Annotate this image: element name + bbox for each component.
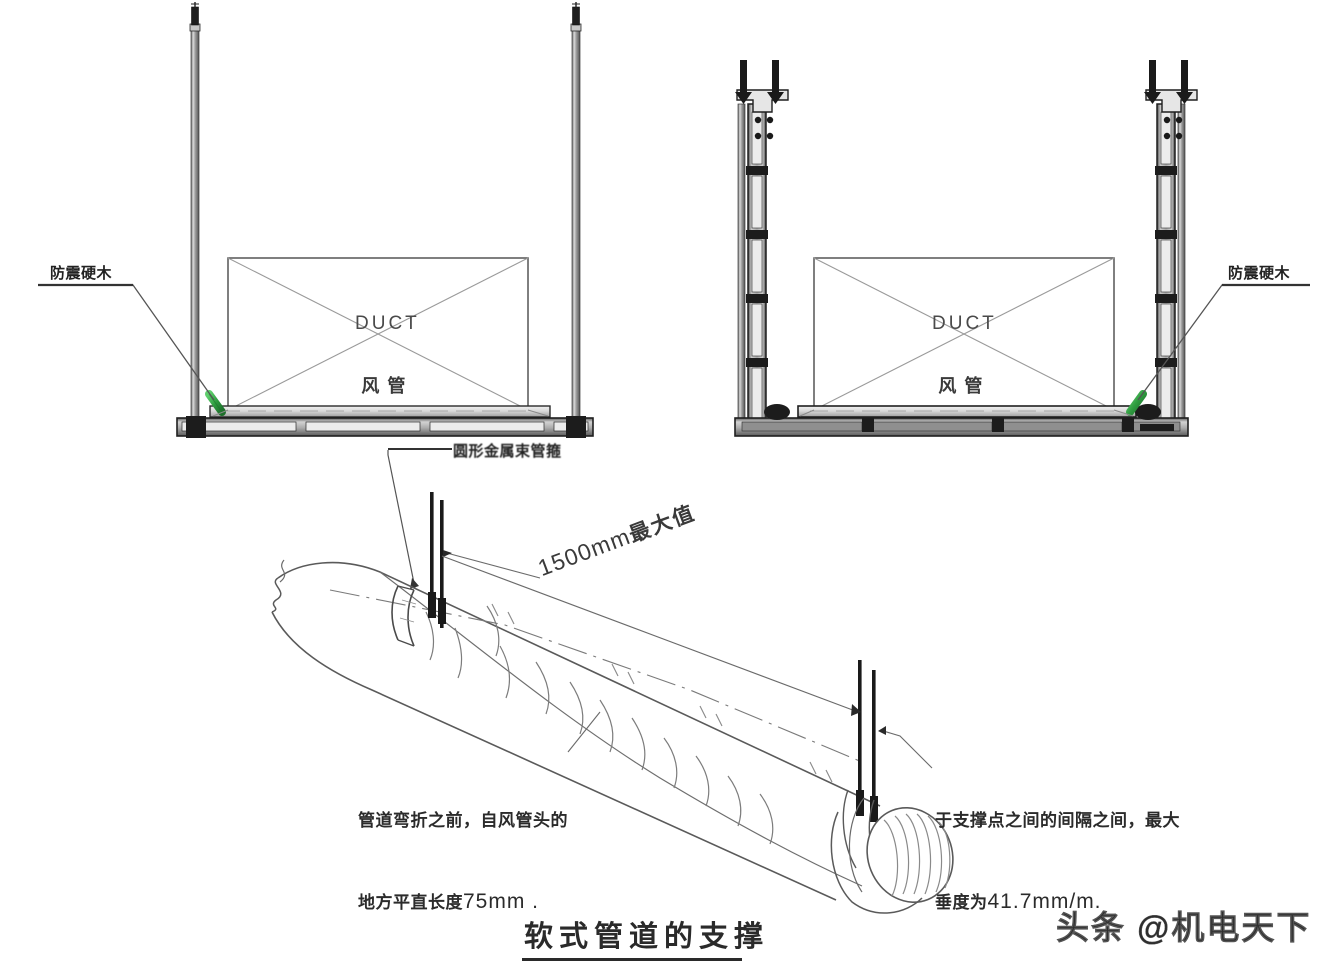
duct-label-right-en: DUCT [932,313,997,334]
figure-title: 软式管道的支撑 [524,921,770,953]
right-note-leader [878,726,933,769]
watermark: 头条 @机电天下 [1056,909,1312,946]
note-left-line-1: 管道弯折之前，自风管头的 [358,811,568,830]
right-bottom-strut-channel [734,417,1189,437]
left-threaded-rod-b [570,2,582,421]
note-left-value: 75mm . [463,890,540,913]
right-detail-view [734,60,1310,437]
left-threaded-rod-a [189,2,201,421]
right-right-vertical-strut [1155,103,1186,435]
duct-corrugation-ribs [425,605,774,845]
left-hardwood-leader [38,283,215,401]
right-left-anchor-bracket [735,60,789,140]
label-right-hardwood: 防震硬木 [1228,265,1291,282]
duct-top-ribs [491,603,833,783]
duct-label-right-cn: 风管 [938,376,991,396]
span-dimension-line [441,555,861,716]
duct-label-left: DUCT 风管 [355,277,420,416]
round-metal-duct-clamp [391,585,417,647]
figure-title-underline [522,958,742,961]
left-hardwood-strip [209,405,551,418]
note-right-value: 41.7mm/m. [987,890,1102,913]
note-left-line-2-row: 地方平直长度75mm . [358,888,568,916]
note-left-line-2: 地方平直长度 [358,893,463,912]
right-left-vertical-strut [737,103,768,435]
right-duct-leaders [799,409,1134,417]
note-right-line-2-row: 垂度为41.7mm/m. [935,888,1180,916]
left-flex-hanger-strap [428,492,541,628]
left-note-leader [567,711,601,753]
flexible-duct-isometric [271,448,954,914]
note-right-line-2: 垂度为 [935,893,988,912]
note-right-line-1: 于支撑点之间的间隔之间，最大 [935,811,1180,830]
left-duct-leaders [212,409,549,417]
label-round-metal-clamp: 圆形金属束管箍 [453,443,562,460]
right-corner-fittings [764,404,1161,420]
right-flex-hanger-strap [856,660,878,822]
left-detail-view [38,2,594,438]
right-hardwood-leader [1137,283,1310,401]
duct-label-left-en: DUCT [355,313,420,334]
right-right-anchor-bracket [1144,60,1198,140]
label-left-hardwood: 防震硬木 [50,265,113,282]
note-straight-length: 管道弯折之前，自风管头的 地方平直长度75mm . [358,753,568,943]
flex-duct-open-end [830,797,954,914]
duct-label-right: DUCT 风管 [932,277,997,416]
duct-label-left-cn: 风管 [361,376,414,396]
note-maximum-sag: 于支撑点之间的间隔之间，最大 垂度为41.7mm/m. [935,753,1180,943]
left-strut-channel [176,416,594,438]
